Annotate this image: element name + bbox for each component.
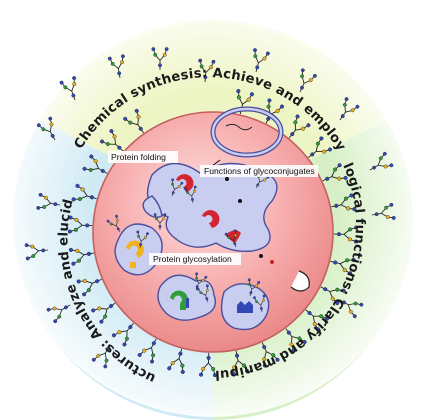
- green-enzyme-shape: [180, 304, 186, 310]
- yellow-enzyme-shape: [130, 262, 136, 268]
- glycan-icon: [330, 257, 356, 276]
- blue-enzyme-shape: [186, 298, 189, 308]
- glycan-icon: [107, 54, 125, 79]
- glycan-icon: [171, 178, 184, 197]
- surface-glycans: [24, 47, 396, 378]
- glycan-icon: [305, 309, 330, 332]
- glycan-icon: [151, 47, 169, 70]
- glycan-icon: [331, 193, 357, 212]
- glycan-icon: [261, 342, 280, 368]
- glycan-icon: [36, 192, 61, 210]
- glycan-icon: [123, 108, 144, 134]
- glycan-icon: [371, 202, 396, 220]
- internal-glycans: [106, 170, 270, 313]
- glycan-icon: [153, 213, 167, 230]
- glycan-icon: [288, 114, 311, 139]
- red-lectin-shape: [176, 174, 194, 192]
- glycan-icon: [82, 154, 108, 174]
- glycan-icon: [369, 151, 394, 171]
- glycan-icon: [308, 136, 332, 158]
- label-protein-folding: Protein folding: [111, 152, 166, 162]
- glycan-icon: [167, 348, 185, 374]
- plasmid-icon: [210, 106, 284, 158]
- glycan-icon: [106, 214, 121, 233]
- glycan-icon: [320, 286, 346, 306]
- glycan-icon: [24, 243, 49, 261]
- glycan-icon: [322, 163, 348, 182]
- glycan-icon: [199, 352, 218, 378]
- endocytosis-pit: [290, 270, 310, 292]
- glycan-icon: [299, 68, 317, 93]
- label-protein-glycosylation: Protein glycosylation: [153, 254, 232, 264]
- glycan-icon: [59, 76, 77, 101]
- glycan-icon: [253, 294, 266, 313]
- glycan-icon: [231, 350, 250, 376]
- glycan-icon: [198, 58, 216, 83]
- glycan-icon: [247, 278, 261, 297]
- glycan-icon: [333, 225, 359, 244]
- glycan-icon: [68, 247, 94, 266]
- glycan-icon: [137, 338, 157, 364]
- glycan-icon: [91, 344, 111, 369]
- glycan-icon: [111, 323, 134, 347]
- glycan-icon: [67, 215, 93, 234]
- glycan-icon: [184, 185, 197, 204]
- green-enzyme-shape: [170, 290, 188, 308]
- glycan-icon: [339, 299, 364, 319]
- glycan-icon: [91, 302, 116, 324]
- glycan-icon: [253, 48, 270, 73]
- label-functions-glycoconjugates: Functions of glycoconjugates: [204, 166, 315, 176]
- glycan-icon: [76, 278, 102, 297]
- glycan-icon: [285, 328, 307, 353]
- glycan-icon: [46, 304, 71, 324]
- glycan-icon: [224, 229, 237, 248]
- glycan-icon: [195, 272, 208, 291]
- glycan-icon: [339, 97, 360, 121]
- inner-labels: Protein folding Functions of glycoconjug…: [108, 151, 318, 265]
- glycan-icon: [100, 129, 124, 152]
- blue-enzyme-shape: [237, 301, 253, 313]
- glycan-icon: [36, 116, 56, 141]
- glycan-icon: [265, 98, 284, 124]
- glycan-icon: [136, 230, 149, 249]
- glycan-icon: [71, 183, 97, 202]
- red-lectin-shape: [202, 210, 220, 228]
- glycan-icon: [196, 284, 209, 303]
